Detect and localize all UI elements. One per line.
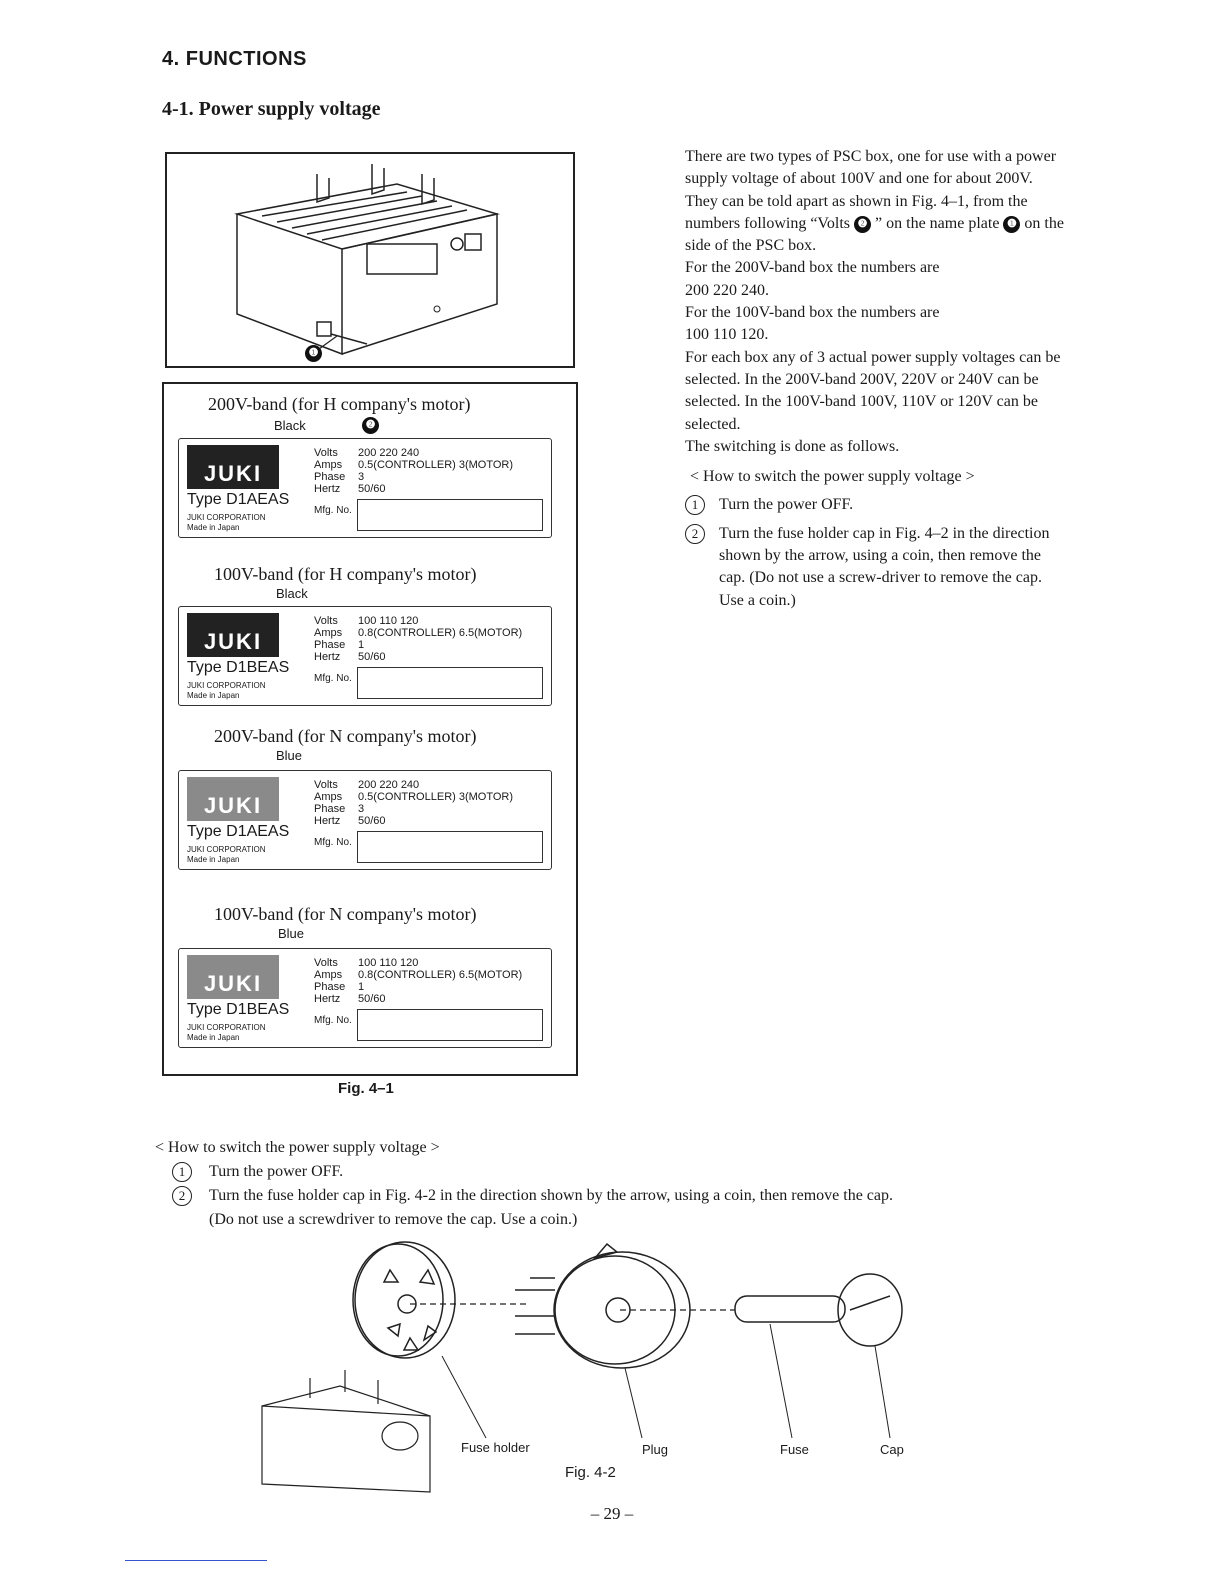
mfg-box	[357, 499, 543, 531]
right-column-text: There are two types of PSC box, one for …	[685, 146, 1070, 612]
band-title-3: 200V-band (for N company's motor)	[214, 726, 477, 746]
label-cap: Cap	[880, 1442, 904, 1457]
psc-box-figure: ❶	[165, 152, 575, 368]
juki-logo: JUKI	[187, 613, 279, 657]
label-fuse: Fuse	[780, 1442, 809, 1457]
paragraph: There are two types of PSC box, one for …	[685, 148, 1057, 188]
type-label: Type D1BEAS	[187, 659, 290, 676]
callout-volts-inline: ❷	[854, 215, 872, 233]
band-title-1: 200V-band (for H company's motor)	[208, 394, 471, 414]
paragraph: For the 200V-band box the numbers are	[685, 259, 940, 277]
juki-logo: JUKI	[187, 777, 279, 821]
band-title-4: 100V-band (for N company's motor)	[214, 904, 477, 924]
type-label: Type D1AEAS	[187, 491, 290, 508]
label-plug: Plug	[642, 1442, 669, 1457]
type-label: Type D1BEAS	[187, 1001, 290, 1018]
wire-color-4: Blue	[278, 926, 305, 941]
type-label: Type D1AEAS	[187, 823, 290, 840]
juki-logo: JUKI	[187, 955, 279, 999]
footer-rule	[125, 1560, 267, 1561]
fuse-body	[734, 1295, 846, 1323]
step-2-continued: (Do not use a screwdriver to remove the …	[209, 1211, 578, 1228]
juki-logo: JUKI	[187, 445, 279, 489]
psc-box-illustration	[234, 164, 500, 356]
wire-color-1: Black	[274, 418, 306, 433]
mfg-box	[357, 831, 543, 863]
mfg-box	[357, 1009, 543, 1041]
paragraph: 200 220 240.	[685, 281, 769, 299]
paragraph: 100 110 120.	[685, 326, 769, 344]
paragraph: For each box any of 3 actual power suppl…	[685, 348, 1061, 433]
fuse-holder-disc	[352, 1243, 444, 1357]
mfg-label: Mfg. No.	[314, 673, 352, 684]
fuse-assembly-diagram	[261, 1241, 903, 1493]
wire-color-2: Black	[276, 586, 308, 601]
wire-color-3: Blue	[276, 748, 303, 763]
mfg-label: Mfg. No.	[314, 837, 352, 848]
callout-nameplate-inline: ❶	[1003, 215, 1021, 233]
mfg-label: Mfg. No.	[314, 505, 352, 516]
figure-caption-4-1: Fig. 4–1	[338, 1080, 394, 1097]
subsection-title: 4-1. Power supply voltage	[162, 98, 381, 120]
section-title: 4. FUNCTIONS	[162, 48, 307, 70]
band-title-2: 100V-band (for H company's motor)	[214, 564, 477, 584]
cap-body	[837, 1273, 903, 1347]
nameplates-figure: 200V-band (for H company's motor) Black …	[162, 382, 578, 1076]
paragraph: For the 100V-band box the numbers are	[685, 304, 940, 322]
paragraph: They can be told apart as shown in Fig. …	[685, 192, 1064, 255]
subheading: < How to switch the power supply voltage…	[155, 1139, 440, 1156]
mfg-box	[357, 667, 543, 699]
page-number: – 29 –	[590, 1504, 634, 1523]
callout-volts: ❷	[362, 416, 379, 434]
label-fuse-holder: Fuse holder	[461, 1440, 530, 1455]
bottom-instructions: < How to switch the power supply voltage…	[155, 1136, 1055, 1232]
paragraph: The switching is done as follows.	[685, 437, 900, 455]
figure-caption-4-2: Fig. 4-2	[565, 1464, 616, 1481]
mfg-label: Mfg. No.	[314, 1015, 352, 1026]
subheading: < How to switch the power supply voltage…	[690, 468, 975, 486]
callout-nameplate: ❶	[305, 344, 322, 362]
